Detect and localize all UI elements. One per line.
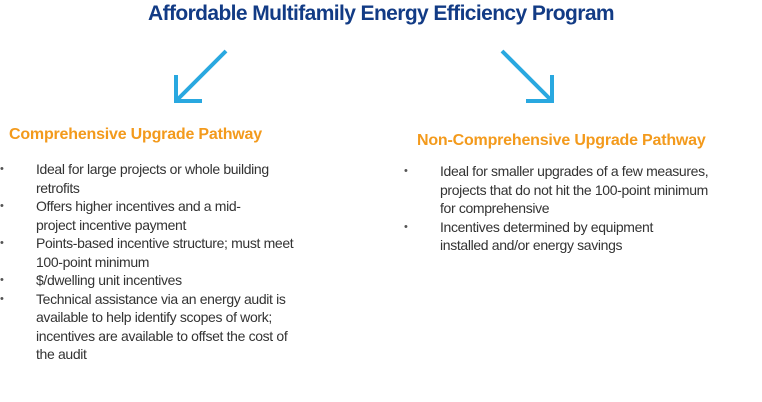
comprehensive-pathway-heading: Comprehensive Upgrade Pathway [9, 126, 262, 143]
arrow-down-left-icon [174, 49, 228, 103]
bullet-icon: • [404, 220, 408, 233]
bullet-text: Points-based incentive structure; must m… [36, 235, 294, 270]
list-item: • Points-based incentive structure; must … [0, 234, 330, 271]
bullet-text: Ideal for smaller upgrades of a few meas… [440, 163, 709, 216]
list-item: • Ideal for large projects or whole build… [0, 160, 330, 197]
bullet-text: Technical assistance via an energy audit… [36, 290, 288, 363]
list-item: • Ideal for smaller upgrades of a few mea… [404, 162, 734, 218]
list-item: • Incentives determined by equipment inst… [404, 218, 734, 255]
bullet-text: Ideal for large projects or whole buildi… [36, 161, 269, 196]
list-item: • $/dwelling unit incentives [0, 271, 330, 290]
arrow-down-right-icon [500, 49, 554, 103]
non-comprehensive-bullet-list: • Ideal for smaller upgrades of a few mea… [404, 162, 734, 255]
bullet-icon: • [0, 200, 4, 212]
comprehensive-bullet-list: • Ideal for large projects or whole build… [0, 160, 330, 364]
bullet-icon: • [404, 165, 408, 177]
program-title: Affordable Multifamily Energy Efficiency… [148, 2, 615, 25]
bullet-icon: • [0, 292, 4, 305]
bullet-icon: • [0, 274, 4, 286]
bullet-icon: • [0, 237, 4, 249]
bullet-icon: • [0, 163, 4, 175]
list-item: • Technical assistance via an energy audi… [0, 290, 330, 364]
bullet-text: Offers higher incentives and a mid-proje… [36, 198, 241, 233]
bullet-text: $/dwelling unit incentives [36, 272, 182, 288]
bullet-text: Incentives determined by equipment insta… [440, 218, 654, 254]
non-comprehensive-pathway-heading: Non-Comprehensive Upgrade Pathway [417, 132, 706, 149]
list-item: • Offers higher incentives and a mid-proj… [0, 197, 330, 234]
